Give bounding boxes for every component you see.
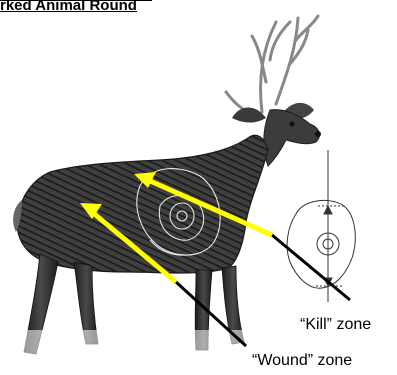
vital-zone-target xyxy=(287,150,355,302)
kill-zone-label: “Kill” zone xyxy=(300,316,371,334)
antlers xyxy=(226,16,318,112)
kill-arrow-tail xyxy=(272,235,350,300)
nose-icon xyxy=(315,131,321,137)
wound-zone-label: “Wound” zone xyxy=(252,352,352,370)
ground-fade xyxy=(0,330,260,375)
eye-icon xyxy=(290,122,295,127)
deer-head xyxy=(264,110,320,166)
